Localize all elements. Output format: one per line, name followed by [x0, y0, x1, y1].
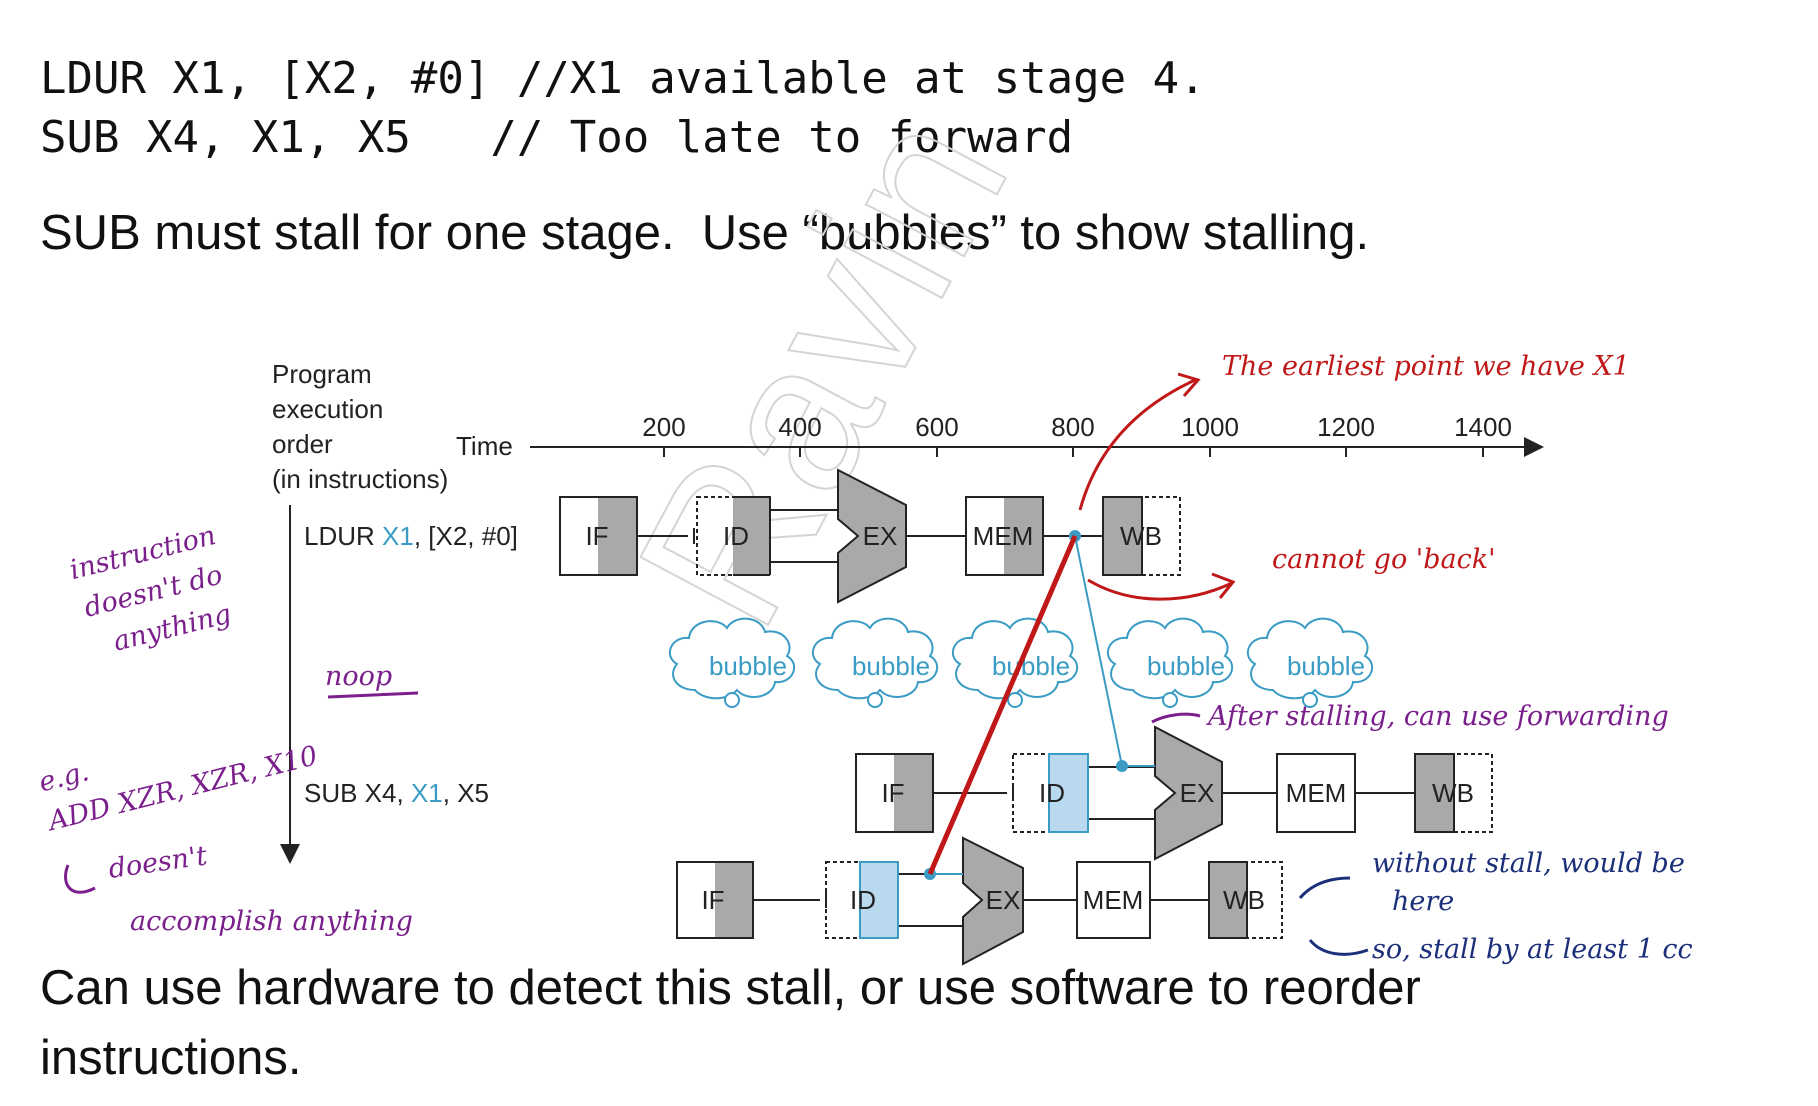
- tick-label-400: 400: [778, 412, 821, 442]
- footer-line-1: Can use hardware to detect this stall, o…: [40, 961, 1421, 1015]
- ghost-id-stage: ID: [825, 861, 899, 939]
- note-after-stalling: After stalling, can use forwarding: [1205, 701, 1669, 732]
- svg-text:bubble: bubble: [852, 651, 930, 681]
- bubble-1: bubble: [668, 617, 796, 708]
- bubble-3: bubble: [951, 617, 1079, 708]
- svg-text:WB: WB: [1223, 885, 1265, 915]
- after-stalling-arrow: [1151, 712, 1201, 724]
- svg-text:MEM: MEM: [973, 521, 1034, 551]
- svg-text:IF: IF: [701, 885, 724, 915]
- code-line-sub: SUB X4, X1, X5 // Too late to forward: [40, 112, 1074, 163]
- svg-text:EX: EX: [863, 521, 898, 551]
- tick-label-800: 800: [1051, 412, 1094, 442]
- order-label-1: Program: [272, 359, 372, 389]
- note-so-stall: so, stall by at least 1 cc: [1372, 934, 1693, 965]
- svg-text:e.g.: e.g.: [36, 756, 92, 798]
- sub-instruction-label: SUB X4, X1, X5: [304, 778, 489, 808]
- so-stall-arrow: [1308, 939, 1369, 956]
- svg-text:ID: ID: [1039, 778, 1065, 808]
- earliest-point-arrow: [1078, 378, 1196, 511]
- svg-text:EX: EX: [986, 885, 1021, 915]
- sub-id-stage: ID: [1012, 753, 1089, 833]
- sub-if-stage: IF: [855, 753, 934, 833]
- tick-label-600: 600: [915, 412, 958, 442]
- cannot-go-back-arrow: [1087, 578, 1233, 601]
- ldur-instruction-label: LDUR X1, [X2, #0]: [304, 521, 518, 551]
- bubble-2: bubble: [811, 617, 939, 708]
- note-earliest-point: The earliest point we have X1: [1222, 351, 1630, 382]
- without-stall-arrow: [1298, 876, 1351, 900]
- bubble-4: bubble: [1106, 617, 1234, 708]
- order-label-4: (in instructions): [272, 464, 448, 494]
- ghost-ex-stage: EX: [962, 836, 1024, 966]
- svg-text:WB: WB: [1432, 778, 1474, 808]
- note-example-add: e.g. ADD XZR, XZR, X10: [36, 740, 321, 838]
- ldur-id-stage: ID: [696, 496, 771, 576]
- svg-text:bubble: bubble: [992, 651, 1070, 681]
- svg-text:IF: IF: [585, 521, 608, 551]
- tick-label-200: 200: [642, 412, 685, 442]
- backward-forward-line: [927, 535, 1078, 875]
- sub-ex-stage: EX: [1154, 725, 1223, 861]
- ghost-if-stage: IF: [676, 861, 754, 939]
- noop-underline: [327, 691, 419, 699]
- note-doesnt: doesn't: [107, 840, 210, 885]
- footer-line-2: instructions.: [40, 1031, 302, 1085]
- svg-text:EX: EX: [1180, 778, 1215, 808]
- note-without-stall-1: without stall, would be: [1372, 848, 1685, 879]
- svg-text:ID: ID: [850, 885, 876, 915]
- ldur-wb-stage: WB: [1102, 496, 1181, 576]
- note-cannot-go-back: cannot go 'back': [1272, 544, 1496, 575]
- svg-text:IF: IF: [881, 778, 904, 808]
- svg-text:bubble: bubble: [1147, 651, 1225, 681]
- svg-text:MEM: MEM: [1286, 778, 1347, 808]
- tick-label-1000: 1000: [1181, 412, 1239, 442]
- ghost-wb-stage: WB: [1208, 861, 1283, 939]
- svg-text:ID: ID: [723, 521, 749, 551]
- tick-label-1200: 1200: [1317, 412, 1375, 442]
- sub-wb-stage: WB: [1414, 753, 1493, 833]
- svg-text:bubble: bubble: [1287, 651, 1365, 681]
- note-noop: noop: [325, 661, 392, 692]
- stall-explanation: SUB must stall for one stage. Use “bubbl…: [40, 206, 1370, 260]
- order-label-2: execution: [272, 394, 383, 424]
- ldur-if-stage: IF: [559, 496, 638, 576]
- forwarding-path: [924, 530, 1155, 880]
- ghost-mem-stage: MEM: [1076, 861, 1151, 939]
- doesnt-arrow: [64, 864, 96, 894]
- svg-text:MEM: MEM: [1083, 885, 1144, 915]
- bubble-5: bubble: [1246, 617, 1374, 708]
- svg-text:ADD XZR, XZR, X10: ADD XZR, XZR, X10: [43, 740, 321, 838]
- cannot-go-back-arrowhead: [1211, 572, 1236, 599]
- ldur-pipeline: IF ID EX MEM: [559, 468, 1181, 604]
- sub-mem-stage: MEM: [1276, 753, 1356, 833]
- time-label: Time: [456, 431, 513, 461]
- note-accomplish: accomplish anything: [130, 906, 413, 937]
- sub-stalled-pipeline: IF ID EX MEM WB: [855, 725, 1493, 861]
- tick-label-1400: 1400: [1454, 412, 1512, 442]
- earliest-point-arrowhead: [1177, 372, 1201, 397]
- code-line-ldur: LDUR X1, [X2, #0] //X1 available at stag…: [40, 53, 1206, 104]
- note-without-stall-2: here: [1392, 886, 1454, 917]
- ldur-mem-stage: MEM: [965, 496, 1044, 576]
- order-label-3: order: [272, 429, 333, 459]
- sub-unstalled-pipeline: IF ID EX MEM WB: [676, 836, 1283, 966]
- svg-text:bubble: bubble: [709, 651, 787, 681]
- svg-text:WB: WB: [1120, 521, 1162, 551]
- note-instruction-nothing: instruction doesn't do anything: [67, 520, 235, 658]
- ldur-ex-stage: EX: [837, 468, 907, 604]
